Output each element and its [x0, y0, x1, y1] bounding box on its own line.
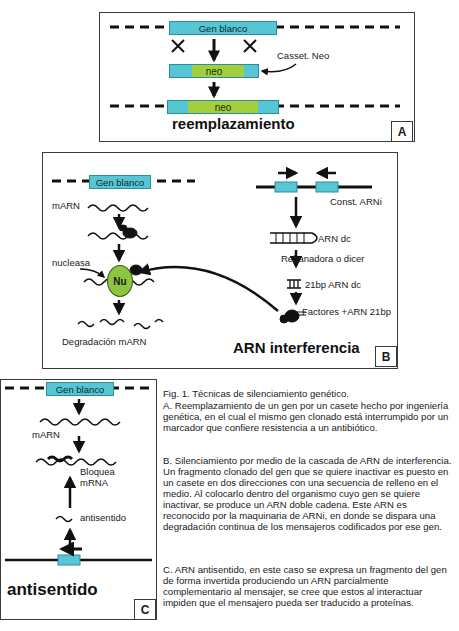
- callout-label: Casset. Neo: [277, 50, 329, 61]
- promoter-arrow: [278, 172, 296, 175]
- callout-label: nucleasa: [52, 257, 90, 268]
- caption-paragraph: B. Silenciamiento por medio de la cascad…: [163, 455, 453, 532]
- panel-letter-box: B: [375, 346, 397, 367]
- mrna-strand: [36, 459, 116, 465]
- box-label: Nu: [113, 276, 126, 287]
- box-label: neo: [215, 102, 232, 113]
- step-arrow: [295, 197, 298, 226]
- callout-label: Factores +ARN 21bp: [302, 306, 391, 317]
- mrna-strand: [88, 233, 148, 239]
- rna-fragments: [78, 320, 163, 329]
- gene-box: Gen blanco: [89, 175, 151, 189]
- promoter-arrow: [318, 172, 336, 175]
- callout-label: ARN dc: [318, 233, 351, 244]
- step-arrow: [118, 244, 121, 260]
- hairpin-rna: [270, 233, 317, 243]
- complex-blob: [280, 315, 288, 323]
- step-arrow: [295, 292, 298, 303]
- cassette-box: neo: [169, 64, 259, 78]
- leader-arrow: [80, 269, 104, 277]
- gene-fragment: [58, 555, 80, 565]
- construct-line: [256, 186, 372, 189]
- step-arrow: [118, 214, 121, 227]
- panel-frame: reemplazamiento Gen blanco neo neoA: [99, 12, 415, 142]
- replacement-art: [110, 27, 400, 106]
- panel-letter-box: C: [134, 599, 156, 620]
- caption-paragraph: C. ARN antisentido, en este caso se expr…: [163, 564, 453, 608]
- figure-caption: Fig. 1. Técnicas de silenciamiento genét…: [163, 388, 453, 399]
- curved-arrow: [140, 267, 278, 311]
- box-label: Gen blanco: [199, 23, 248, 34]
- panel-title: ARN interferencia: [233, 339, 360, 356]
- gene-box: Gen blanco: [46, 382, 114, 396]
- construct-box: neo: [167, 100, 279, 114]
- leader-arrow: [262, 64, 296, 72]
- gene-box: Gen blanco: [169, 21, 277, 35]
- callout-label: Degradación mARN: [62, 336, 146, 347]
- short-dsrna: [287, 280, 301, 288]
- mrna-strand: [40, 419, 120, 425]
- box-label: neo: [206, 66, 223, 77]
- gene-fragment: [275, 182, 297, 192]
- box-label: C: [141, 603, 150, 617]
- rnai-art: [52, 173, 372, 329]
- antisense-art: [5, 388, 152, 565]
- crossover-mark: [172, 40, 256, 52]
- caption-paragraph: A. Reemplazamiento de un gen por un case…: [163, 400, 453, 433]
- complex-blob: [119, 225, 127, 231]
- callout-label: mARN: [32, 429, 60, 440]
- box-label: B: [382, 350, 391, 364]
- flow-arrow: [213, 39, 216, 60]
- nuclease-ellipse: Nu: [107, 265, 133, 297]
- box-label: Gen blanco: [96, 177, 145, 188]
- panel-letter-box: A: [391, 121, 413, 142]
- step-arrow: [78, 436, 81, 451]
- callout-label: Rebanadora o dicer: [281, 253, 364, 264]
- box-label: Gen blanco: [56, 384, 105, 395]
- step-arrow: [69, 478, 72, 508]
- gene-fragment: [316, 182, 338, 192]
- antisense-strand: [56, 517, 72, 522]
- callout-label: Const. ARNi: [330, 196, 382, 207]
- panel-title: reemplazamiento: [172, 115, 295, 132]
- step-arrow: [78, 399, 81, 413]
- panel-title: antisentido: [7, 580, 98, 600]
- callout-label: mARN: [52, 200, 80, 211]
- callout-label: antisentido: [80, 512, 126, 523]
- step-arrow: [118, 300, 121, 313]
- step-arrow: [69, 530, 72, 548]
- base-pairs: [276, 233, 304, 243]
- panel-frame: antisentido Gen blancoC: [0, 379, 157, 620]
- promoter-arrow: [62, 548, 82, 551]
- callout-label: 21bp ARN dc: [305, 279, 361, 290]
- box-label: A: [398, 125, 407, 139]
- mrna-strand: [88, 205, 148, 211]
- antisense-bound: [48, 457, 72, 461]
- flow-arrow: [213, 82, 216, 96]
- callout-label: Bloquea mRNA: [80, 466, 120, 488]
